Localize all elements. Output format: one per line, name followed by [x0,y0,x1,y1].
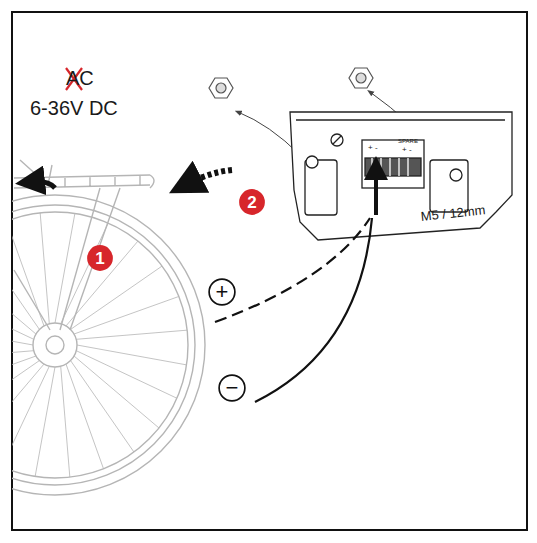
nut [209,68,373,98]
pin-label: SPARE [398,138,418,144]
node-text: 2 [247,194,256,211]
device-housing [290,112,512,240]
negative-wire [255,218,372,402]
voltage-label: 6-36V DC [30,98,118,118]
callout-number: 2 [238,188,266,216]
node-text: − [226,377,239,399]
frame [12,12,527,530]
wire-insert-arrow [374,168,378,215]
mount-arrow [30,182,55,188]
node-text: + [216,281,229,303]
node-text: 1 [95,250,104,267]
crossed-out-text: AC [66,68,94,88]
polarity-symbol: − [218,374,246,402]
callout-number: 1 [86,244,114,272]
move-arrow [185,170,232,185]
polarity-symbol: + [208,278,236,306]
pin-label: + - [402,146,412,154]
bicycle [12,160,205,495]
pin-label: + - [368,144,378,152]
positive-wire [215,218,370,322]
